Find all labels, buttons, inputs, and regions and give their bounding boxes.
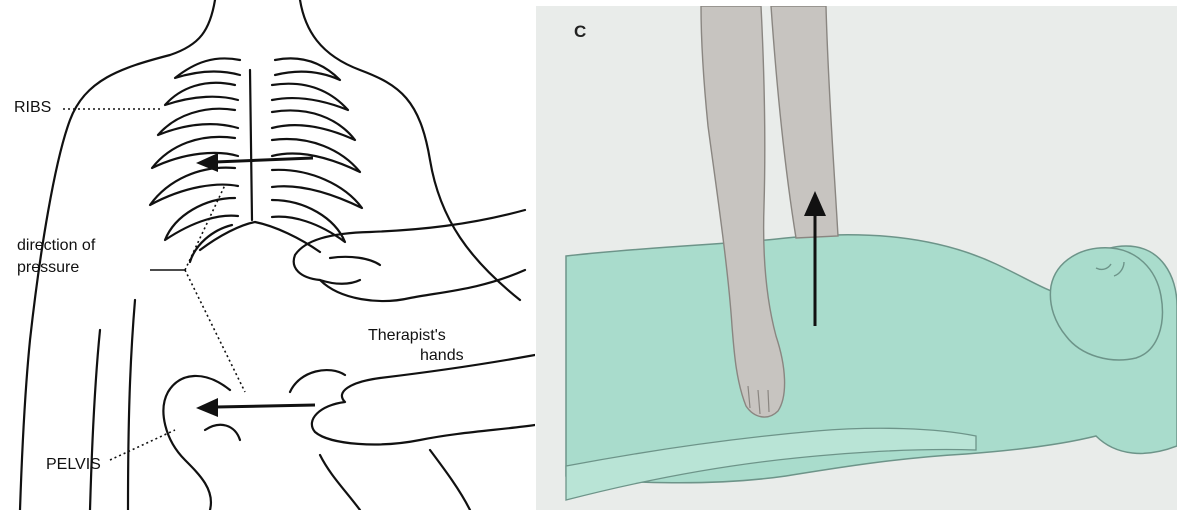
pelvis-label: PELVIS <box>46 455 101 474</box>
pelvis-leader <box>110 430 175 460</box>
direction-leader-down <box>185 270 245 392</box>
rib-right-3 <box>272 110 355 140</box>
rib-right-4 <box>272 139 360 172</box>
therapist-arm-right <box>771 6 838 238</box>
rib-left-4 <box>152 137 238 168</box>
upper-hand-outline <box>294 210 525 301</box>
pelvis-left-inner <box>205 425 240 440</box>
neck-left-line <box>20 0 215 510</box>
ribs-pelvis-illustration <box>0 0 535 510</box>
right-supine-illustration <box>536 6 1177 510</box>
rib-right-2 <box>272 84 348 110</box>
therapist-label-line2: hands <box>420 346 464 365</box>
direction-label-line1: direction of <box>17 236 95 255</box>
rib-left-2 <box>165 83 238 105</box>
lower-hand-outline <box>312 355 535 444</box>
sternum-line <box>250 70 252 220</box>
lower-pressure-arrow <box>196 398 315 417</box>
rib-right-1 <box>275 58 340 80</box>
pelvis-right-ilium <box>290 370 345 392</box>
upper-pressure-arrow <box>196 153 313 172</box>
ribs-label: RIBS <box>14 98 51 117</box>
upper-hand-fingers <box>320 257 380 284</box>
pelvis-right-lower <box>320 455 360 510</box>
torso-line-left <box>128 300 135 510</box>
torso-line-right <box>430 450 470 510</box>
rib-right-5 <box>272 170 362 208</box>
supine-body-illustration <box>536 6 1177 510</box>
torso-line-mid <box>90 330 100 510</box>
left-anatomy-diagram: RIBS direction of pressure Therapist's h… <box>0 0 535 510</box>
panel-letter-label: C <box>574 22 586 42</box>
direction-label-line2: pressure <box>17 258 79 277</box>
rib-left-3 <box>158 109 238 135</box>
rib-left-1 <box>175 58 240 78</box>
therapist-label-line1: Therapist's <box>368 326 446 345</box>
pelvis-left-ilium <box>163 376 230 510</box>
